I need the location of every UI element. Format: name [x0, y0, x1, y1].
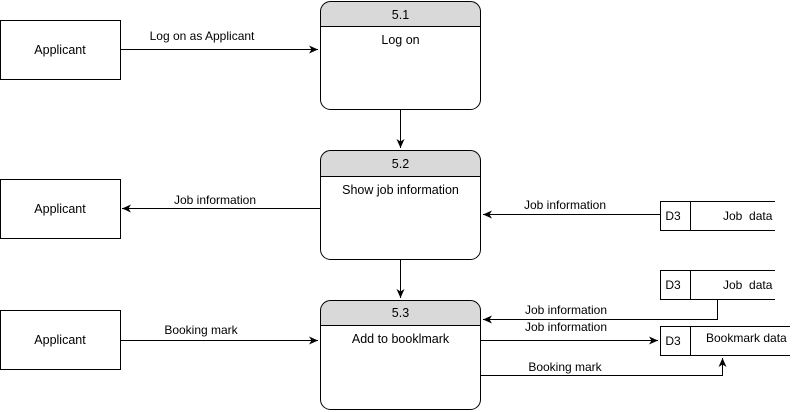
datastore-bookmark-data: D3 Bookmark data — [660, 326, 790, 356]
entity-label: Applicant — [34, 202, 86, 216]
entity-label: Applicant — [34, 43, 86, 57]
flow-job-info-to-bookmark: Job information — [481, 320, 658, 345]
flow-label: Job information — [524, 198, 606, 212]
datastore-label: Job data — [723, 278, 773, 292]
flow-job-info-to-p3: Job information — [483, 300, 718, 324]
datastore-id: D3 — [665, 278, 681, 292]
process-label: Log on — [381, 33, 419, 47]
datastore-id: D3 — [665, 334, 681, 348]
process-id: 5.3 — [392, 306, 409, 320]
process-id: 5.1 — [392, 8, 409, 22]
entity-applicant-middle: Applicant — [0, 179, 121, 239]
flow-label: Log on as Applicant — [150, 29, 255, 43]
entity-applicant-top: Applicant — [0, 20, 121, 80]
process-id: 5.2 — [392, 157, 409, 171]
process-5-2: 5.2 Show job information — [320, 150, 481, 260]
datastore-job-data-1: D3 Job data — [660, 201, 775, 231]
datastore-id: D3 — [665, 209, 681, 223]
process-label: Show job information — [342, 183, 459, 197]
flow-label: Booking mark — [528, 360, 602, 374]
flow-label: Booking mark — [164, 323, 238, 337]
flow-label: Job information — [525, 320, 607, 334]
process-label: Add to booklmark — [352, 332, 450, 346]
flow-log-on: Log on as Applicant — [121, 29, 318, 54]
flow-booking-mark-in: Booking mark — [121, 323, 318, 345]
flow-job-info-from-store: Job information — [483, 198, 660, 219]
flow-label: Job information — [525, 303, 607, 317]
flow-job-info-to-applicant: Job information — [122, 193, 320, 213]
entity-applicant-bottom: Applicant — [0, 310, 121, 370]
entity-label: Applicant — [34, 333, 86, 347]
flow-label: Job information — [174, 193, 256, 207]
datastore-label: Job data — [723, 209, 773, 223]
process-5-1: 5.1 Log on — [320, 1, 481, 110]
datastore-label: Bookmark data — [706, 331, 787, 345]
flow-booking-mark-out: Booking mark — [481, 358, 727, 376]
datastore-job-data-2: D3 Job data — [660, 270, 775, 300]
process-5-3: 5.3 Add to booklmark — [320, 300, 481, 410]
